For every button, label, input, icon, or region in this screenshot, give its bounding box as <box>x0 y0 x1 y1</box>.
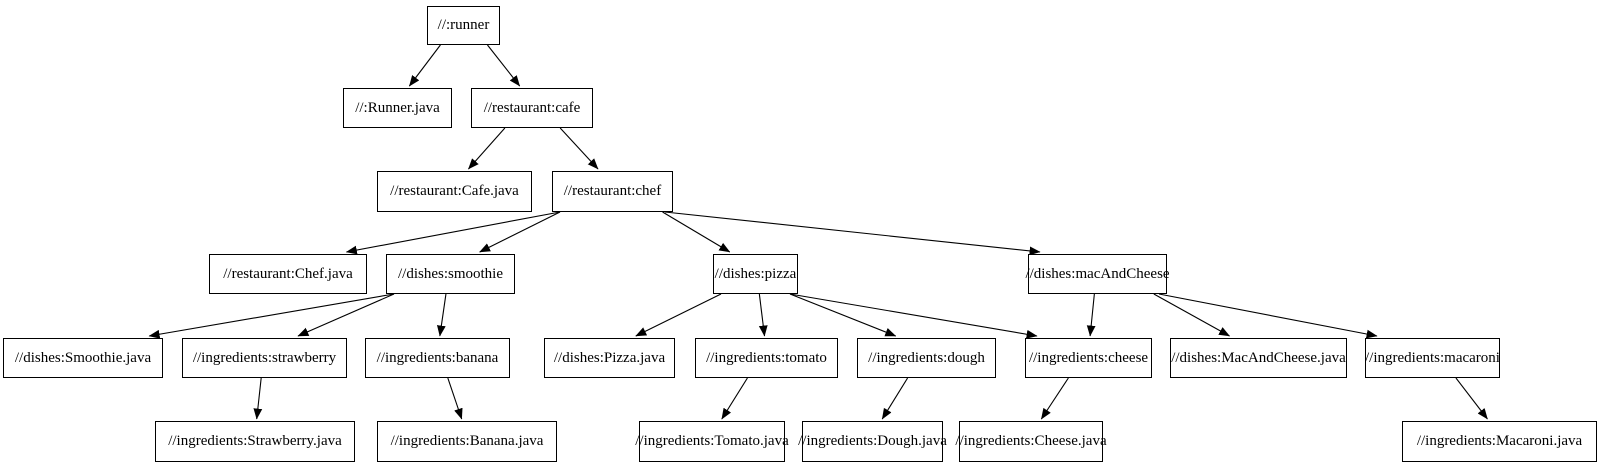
edge-pizza-to-dough <box>789 293 897 337</box>
edge-cheese-to-cheese-java <box>1040 377 1069 420</box>
edge-mac-and-cheese-to-cheese <box>1086 293 1096 337</box>
node-pizza: //dishes:pizza <box>713 254 798 294</box>
edge-macaroni-to-macaroni-java <box>1455 377 1488 420</box>
node-mac-java: //dishes:MacAndCheese.java <box>1170 338 1347 378</box>
node-dough: //ingredients:dough <box>857 338 996 378</box>
edge-chef-to-pizza <box>662 211 731 253</box>
edge-chef-to-mac-and-cheese <box>664 211 1041 256</box>
edge-strawberry-to-strawberry-java <box>253 377 263 420</box>
edge-chef-to-chef-java <box>345 211 561 255</box>
node-smoothie-java: //dishes:Smoothie.java <box>3 338 163 378</box>
node-smoothie: //dishes:smoothie <box>386 254 515 294</box>
node-cheese-java: //ingredients:Cheese.java <box>955 421 1107 462</box>
edge-runner-to-runner-java <box>408 44 441 87</box>
edge-mac-and-cheese-to-macaroni <box>1158 293 1378 339</box>
edge-runner-to-cafe <box>487 44 521 87</box>
node-tomato: //ingredients:tomato <box>695 338 838 378</box>
edge-pizza-to-pizza-java <box>635 293 722 337</box>
node-tomato-java: //ingredients:Tomato.java <box>635 421 789 462</box>
node-chef-java: //restaurant:Chef.java <box>209 254 367 294</box>
edge-cafe-to-cafe-java <box>468 127 506 170</box>
edge-smoothie-to-banana <box>436 293 447 337</box>
edge-cafe-to-chef <box>559 127 599 170</box>
node-strawberry-java: //ingredients:Strawberry.java <box>155 421 355 462</box>
node-banana-java: //ingredients:Banana.java <box>377 421 557 462</box>
edge-smoothie-to-strawberry <box>297 293 395 337</box>
edge-dough-to-dough-java <box>881 377 909 420</box>
node-cheese: //ingredients:cheese <box>1025 338 1152 378</box>
node-runner: //:runner <box>427 6 500 45</box>
node-macaroni-java: //ingredients:Macaroni.java <box>1402 421 1597 462</box>
node-dough-java: //ingredients:Dough.java <box>798 421 947 462</box>
node-mac-and-cheese: //dishes:macAndCheese <box>1025 254 1170 294</box>
edge-mac-and-cheese-to-mac-java <box>1153 293 1231 337</box>
edge-chef-to-smoothie <box>479 211 561 253</box>
node-cafe-java: //restaurant:Cafe.java <box>377 171 532 212</box>
node-banana: //ingredients:banana <box>365 338 510 378</box>
edge-smoothie-to-smoothie-java <box>148 293 395 339</box>
node-strawberry: //ingredients:strawberry <box>182 338 347 378</box>
node-cafe: //restaurant:cafe <box>471 88 593 128</box>
node-pizza-java: //dishes:Pizza.java <box>544 338 675 378</box>
edge-pizza-to-tomato <box>758 293 768 337</box>
node-macaroni: //ingredients:macaroni <box>1365 338 1500 378</box>
node-runner-java: //:Runner.java <box>343 88 452 128</box>
node-chef: //restaurant:chef <box>552 171 673 212</box>
edge-tomato-to-tomato-java <box>721 377 748 420</box>
edge-banana-to-banana-java <box>447 377 463 420</box>
edge-pizza-to-cheese <box>789 293 1038 339</box>
